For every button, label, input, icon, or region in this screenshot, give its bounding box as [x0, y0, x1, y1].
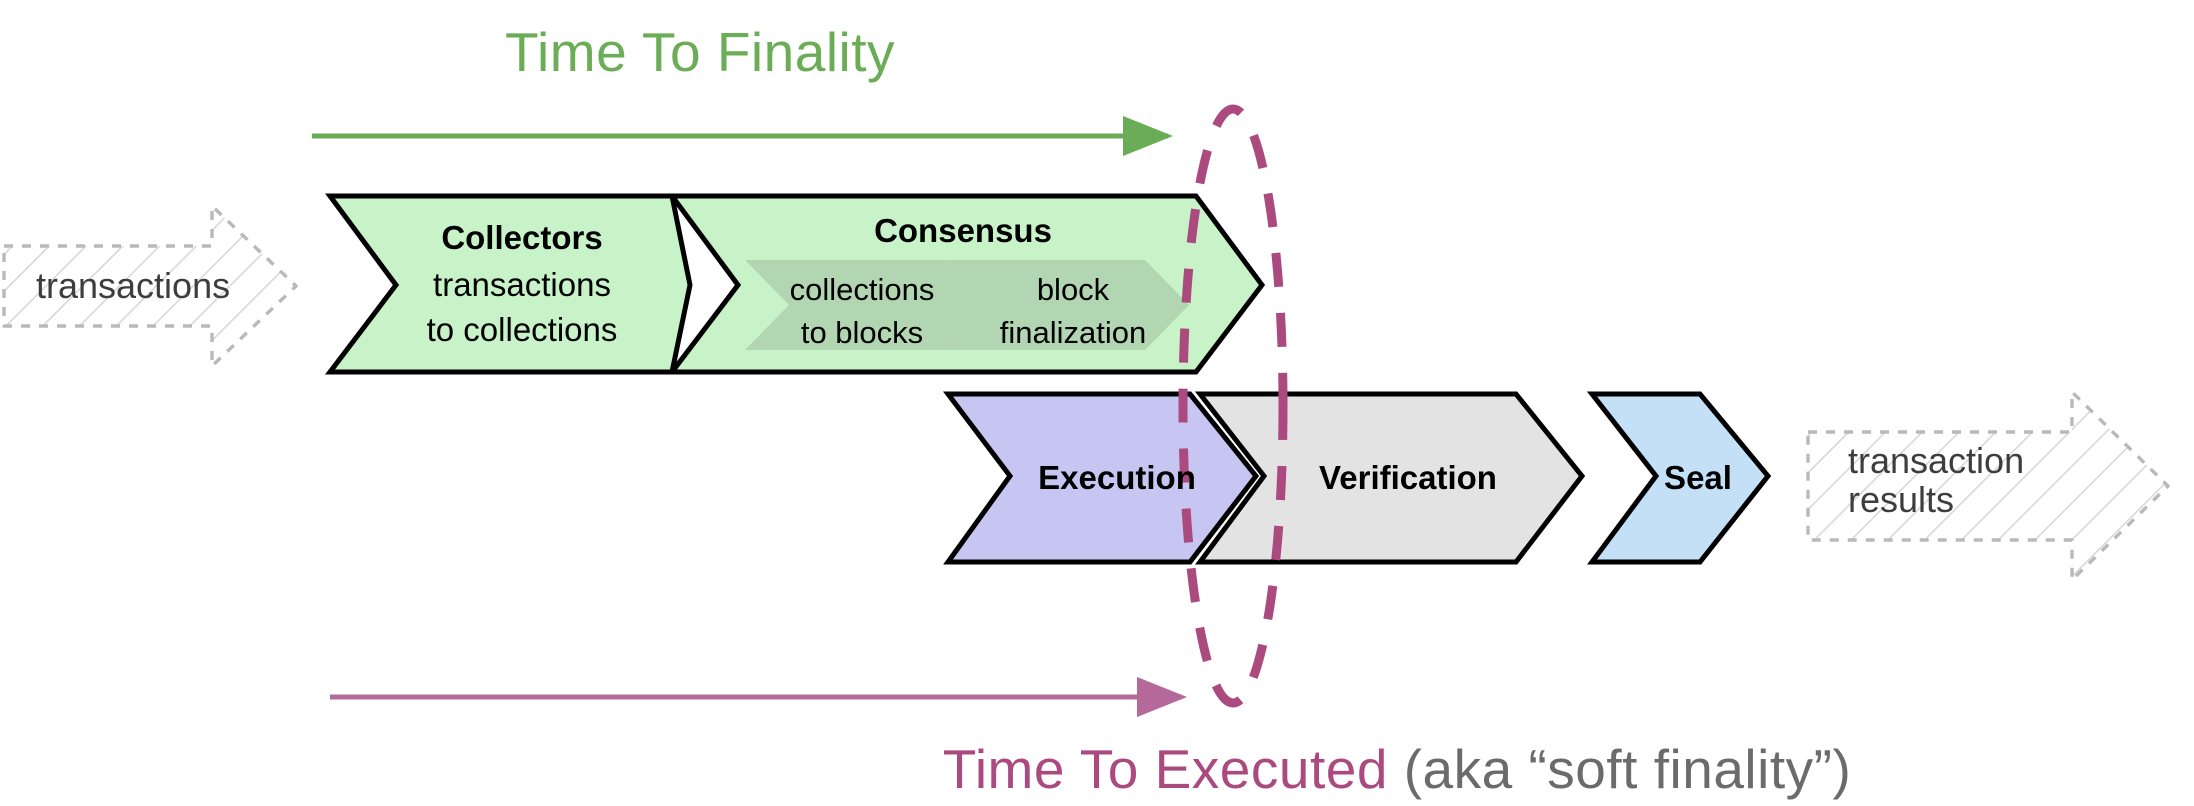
consensus-substage-block-finalization-line1: block — [1036, 272, 1110, 307]
stage-execution-shape[interactable] — [942, 391, 1260, 565]
stage-seal-title: Seal — [1664, 459, 1732, 496]
stage-collectors-title: Collectors — [441, 219, 603, 256]
time-to-executed-accent-text: Time To Executed — [942, 737, 1388, 800]
stage-seal-shape[interactable] — [1586, 391, 1772, 565]
consensus-substage-block-finalization-line2: finalization — [999, 315, 1147, 350]
time-to-finality-title: Time To Finality — [505, 21, 896, 83]
output-transaction-results-label-line2: results — [1848, 479, 1955, 520]
stage-collectors-subtitle-line2: to collections — [426, 311, 618, 348]
stage-execution-title: Execution — [1038, 459, 1196, 496]
stage-verification-title: Verification — [1319, 459, 1497, 496]
output-transaction-results-arrow — [1806, 390, 2170, 582]
consensus-substage-collections-to-blocks-line2: to blocks — [800, 315, 924, 350]
stage-verification-shape[interactable] — [1194, 391, 1586, 565]
consensus-substage-block-finalization-shape — [944, 260, 1189, 350]
time-to-executed-note-text: (aka “soft finality”) — [1387, 737, 1852, 800]
input-transactions-label: transactions — [36, 265, 231, 306]
time-to-executed-title: Time To Executed (aka “soft finality”) — [925, 718, 1851, 806]
stage-collectors-subtitle-line1: transactions — [433, 266, 611, 303]
output-transaction-results-label-line1: transaction — [1848, 440, 2025, 481]
consensus-substage-collections-to-blocks-line1: collections — [789, 272, 935, 307]
finality-boundary-dashed-ellipse — [1178, 104, 1288, 708]
consensus-substage-collections-to-blocks-shape — [745, 260, 988, 350]
input-transactions-arrow — [2, 204, 298, 368]
stage-consensus-title: Consensus — [874, 212, 1052, 249]
